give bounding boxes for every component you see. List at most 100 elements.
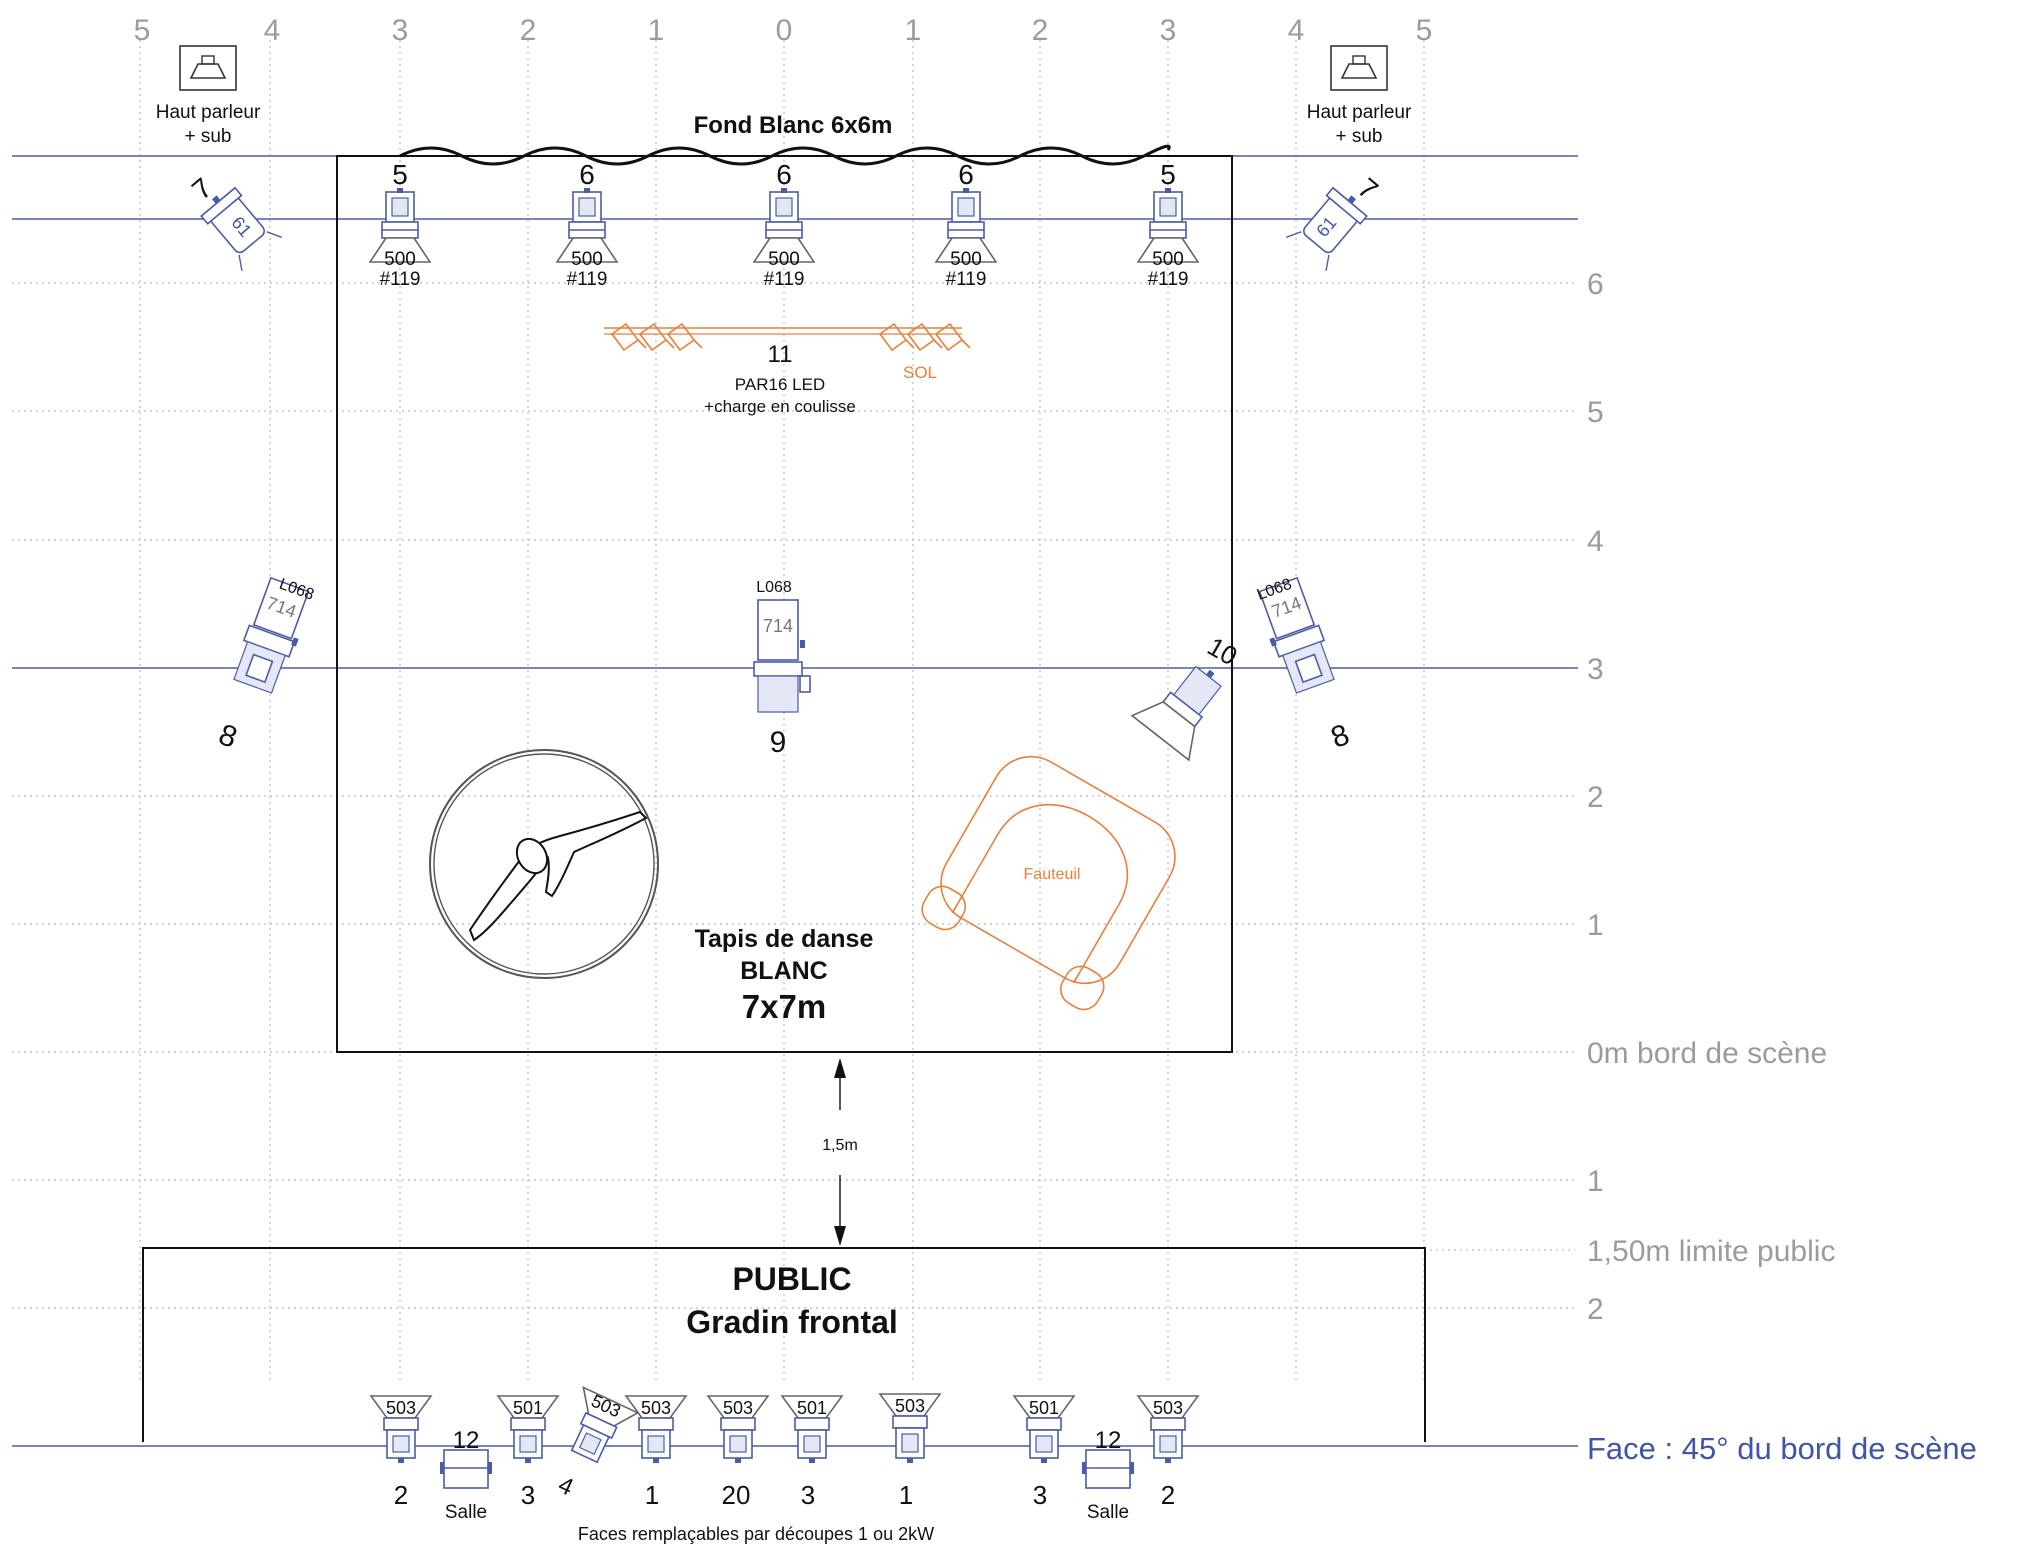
fresnel-icon: [1136, 188, 1200, 263]
house-light-label: Salle: [1087, 1502, 1129, 1523]
fresnel-icon: [570, 1386, 640, 1464]
fresnel-icon: [1026, 1417, 1062, 1463]
fresnel-icon: [510, 1417, 546, 1463]
par-led-bar: 11 PAR16 LED +charge en coulisse SOL: [604, 322, 971, 416]
gel-label: #119: [567, 269, 608, 290]
row-label: 4: [1587, 525, 1604, 558]
circuit-number: 4: [554, 1471, 578, 1501]
circuit-number: 3: [801, 1480, 815, 1510]
column-label: 4: [264, 14, 281, 47]
fresnel-icon: [934, 188, 998, 263]
footnote: Faces remplaçables par découpes 1 ou 2kW: [578, 1524, 934, 1544]
row-label: 1: [1587, 1165, 1604, 1198]
circuit-number: 5: [1160, 159, 1176, 190]
circuit-number: 2: [394, 1480, 408, 1510]
row-labels: 6 5 4 3 2 1 0m bord de scène 1 1,50m lim…: [1587, 268, 1977, 1466]
public-area: PUBLIC Gradin frontal: [142, 1247, 1426, 1442]
front-light: 503 1: [624, 1395, 688, 1510]
floor-label: SOL: [903, 363, 937, 382]
armchair: Fauteuil: [921, 755, 1176, 1011]
par-icon: [610, 322, 971, 352]
house-light-label: Salle: [445, 1502, 487, 1523]
circuit-number: 2: [1161, 1480, 1175, 1510]
fresnel-icon: [1150, 1417, 1186, 1463]
gel-label: #119: [946, 269, 987, 290]
circuit-number: 10: [1202, 631, 1242, 671]
row-label: 3: [1587, 653, 1604, 686]
filter-label: L068: [756, 579, 792, 596]
distance-label: 1,5m: [822, 1137, 858, 1154]
row-label: 2: [1587, 781, 1604, 814]
column-label: 5: [1416, 14, 1433, 47]
fixture-type: 501: [513, 1398, 543, 1418]
circuit-number: 20: [722, 1480, 751, 1510]
dance-floor-title: Tapis de danse: [695, 925, 874, 953]
row-label: 2: [1587, 1293, 1604, 1326]
column-labels: 5 4 3 2 1 0 1 2 3 4 5: [134, 14, 1433, 47]
fixture-type: 503: [895, 1396, 925, 1416]
dance-floor-color: BLANC: [740, 957, 828, 985]
dance-floor-outline: [336, 155, 1233, 1053]
column-label: 5: [134, 14, 151, 47]
public-subtitle: Gradin frontal: [686, 1304, 898, 1340]
floor-light: 10: [1130, 631, 1243, 762]
power-label: 500: [571, 249, 603, 270]
fresnel-icon: [383, 1417, 419, 1463]
power-label: 500: [1152, 249, 1184, 270]
back-light: 6 500 #119: [752, 159, 816, 290]
speaker-right: Haut parleur + sub: [1307, 45, 1412, 147]
speaker-icon: [179, 45, 237, 91]
fresnel-icon: [794, 1417, 830, 1463]
circuit-number: 7: [1352, 172, 1384, 206]
fixture-type: 503: [641, 1398, 671, 1418]
fixture-type: 501: [797, 1398, 827, 1418]
front-light: 503 4: [554, 1386, 640, 1502]
gel-label: #119: [380, 269, 421, 290]
floodlight-icon: [440, 1449, 492, 1489]
fixture-type: 503: [723, 1398, 753, 1418]
side-back-light-left: 7 61: [186, 172, 283, 271]
speaker-label: Haut parleur: [156, 102, 261, 123]
front-light: 503 2: [1136, 1395, 1200, 1510]
front-light: 501 3: [780, 1395, 844, 1510]
circuit-number: 6: [958, 159, 974, 190]
column-label: 3: [1160, 14, 1177, 47]
profile-icon: 714: [233, 576, 310, 694]
fresnel-icon: [638, 1417, 674, 1463]
fresnel-icon: [720, 1417, 756, 1463]
par-note-label: +charge en coulisse: [704, 397, 856, 416]
par-type-label: PAR16 LED: [735, 375, 825, 394]
front-light: 501 3: [1012, 1395, 1076, 1510]
column-label: 2: [520, 14, 537, 47]
fresnel-icon: [752, 188, 816, 263]
side-back-light-right: 7 61: [1285, 172, 1384, 271]
gel-label: #119: [1148, 269, 1189, 290]
back-light: 6 500 #119: [555, 159, 619, 290]
circuit-number: 5: [392, 159, 408, 190]
back-light: 6 500 #119: [934, 159, 998, 290]
circuit-number: 6: [776, 159, 792, 190]
fixture-type: 503: [1153, 1398, 1183, 1418]
public-limit-label: 1,50m limite public: [1587, 1235, 1835, 1268]
front-light: 503 20: [706, 1395, 770, 1510]
circuit-number: 6: [579, 159, 595, 190]
profile-icon: 714: [753, 599, 811, 713]
column-label: 0: [776, 14, 793, 47]
circuit-number: 9: [770, 726, 787, 759]
front-light: 503 1: [878, 1393, 942, 1510]
backdrop-title: Fond Blanc 6x6m: [694, 112, 893, 139]
row-label: 6: [1587, 268, 1604, 301]
fresnel-icon: [1130, 665, 1222, 762]
mid-light-right: 714 L068 8: [1255, 576, 1354, 755]
gel-label: #119: [764, 269, 805, 290]
column-label: 4: [1288, 14, 1305, 47]
fresnel-icon: 61: [1285, 186, 1368, 271]
floodlight-icon: [1082, 1449, 1134, 1489]
row-label: 1: [1587, 909, 1604, 942]
distance-dimension: 1,5m: [822, 1058, 858, 1246]
house-light: 12 Salle: [440, 1427, 492, 1523]
public-title: PUBLIC: [732, 1261, 851, 1297]
circuit-number: 3: [1033, 1480, 1047, 1510]
column-label: 3: [392, 14, 409, 47]
